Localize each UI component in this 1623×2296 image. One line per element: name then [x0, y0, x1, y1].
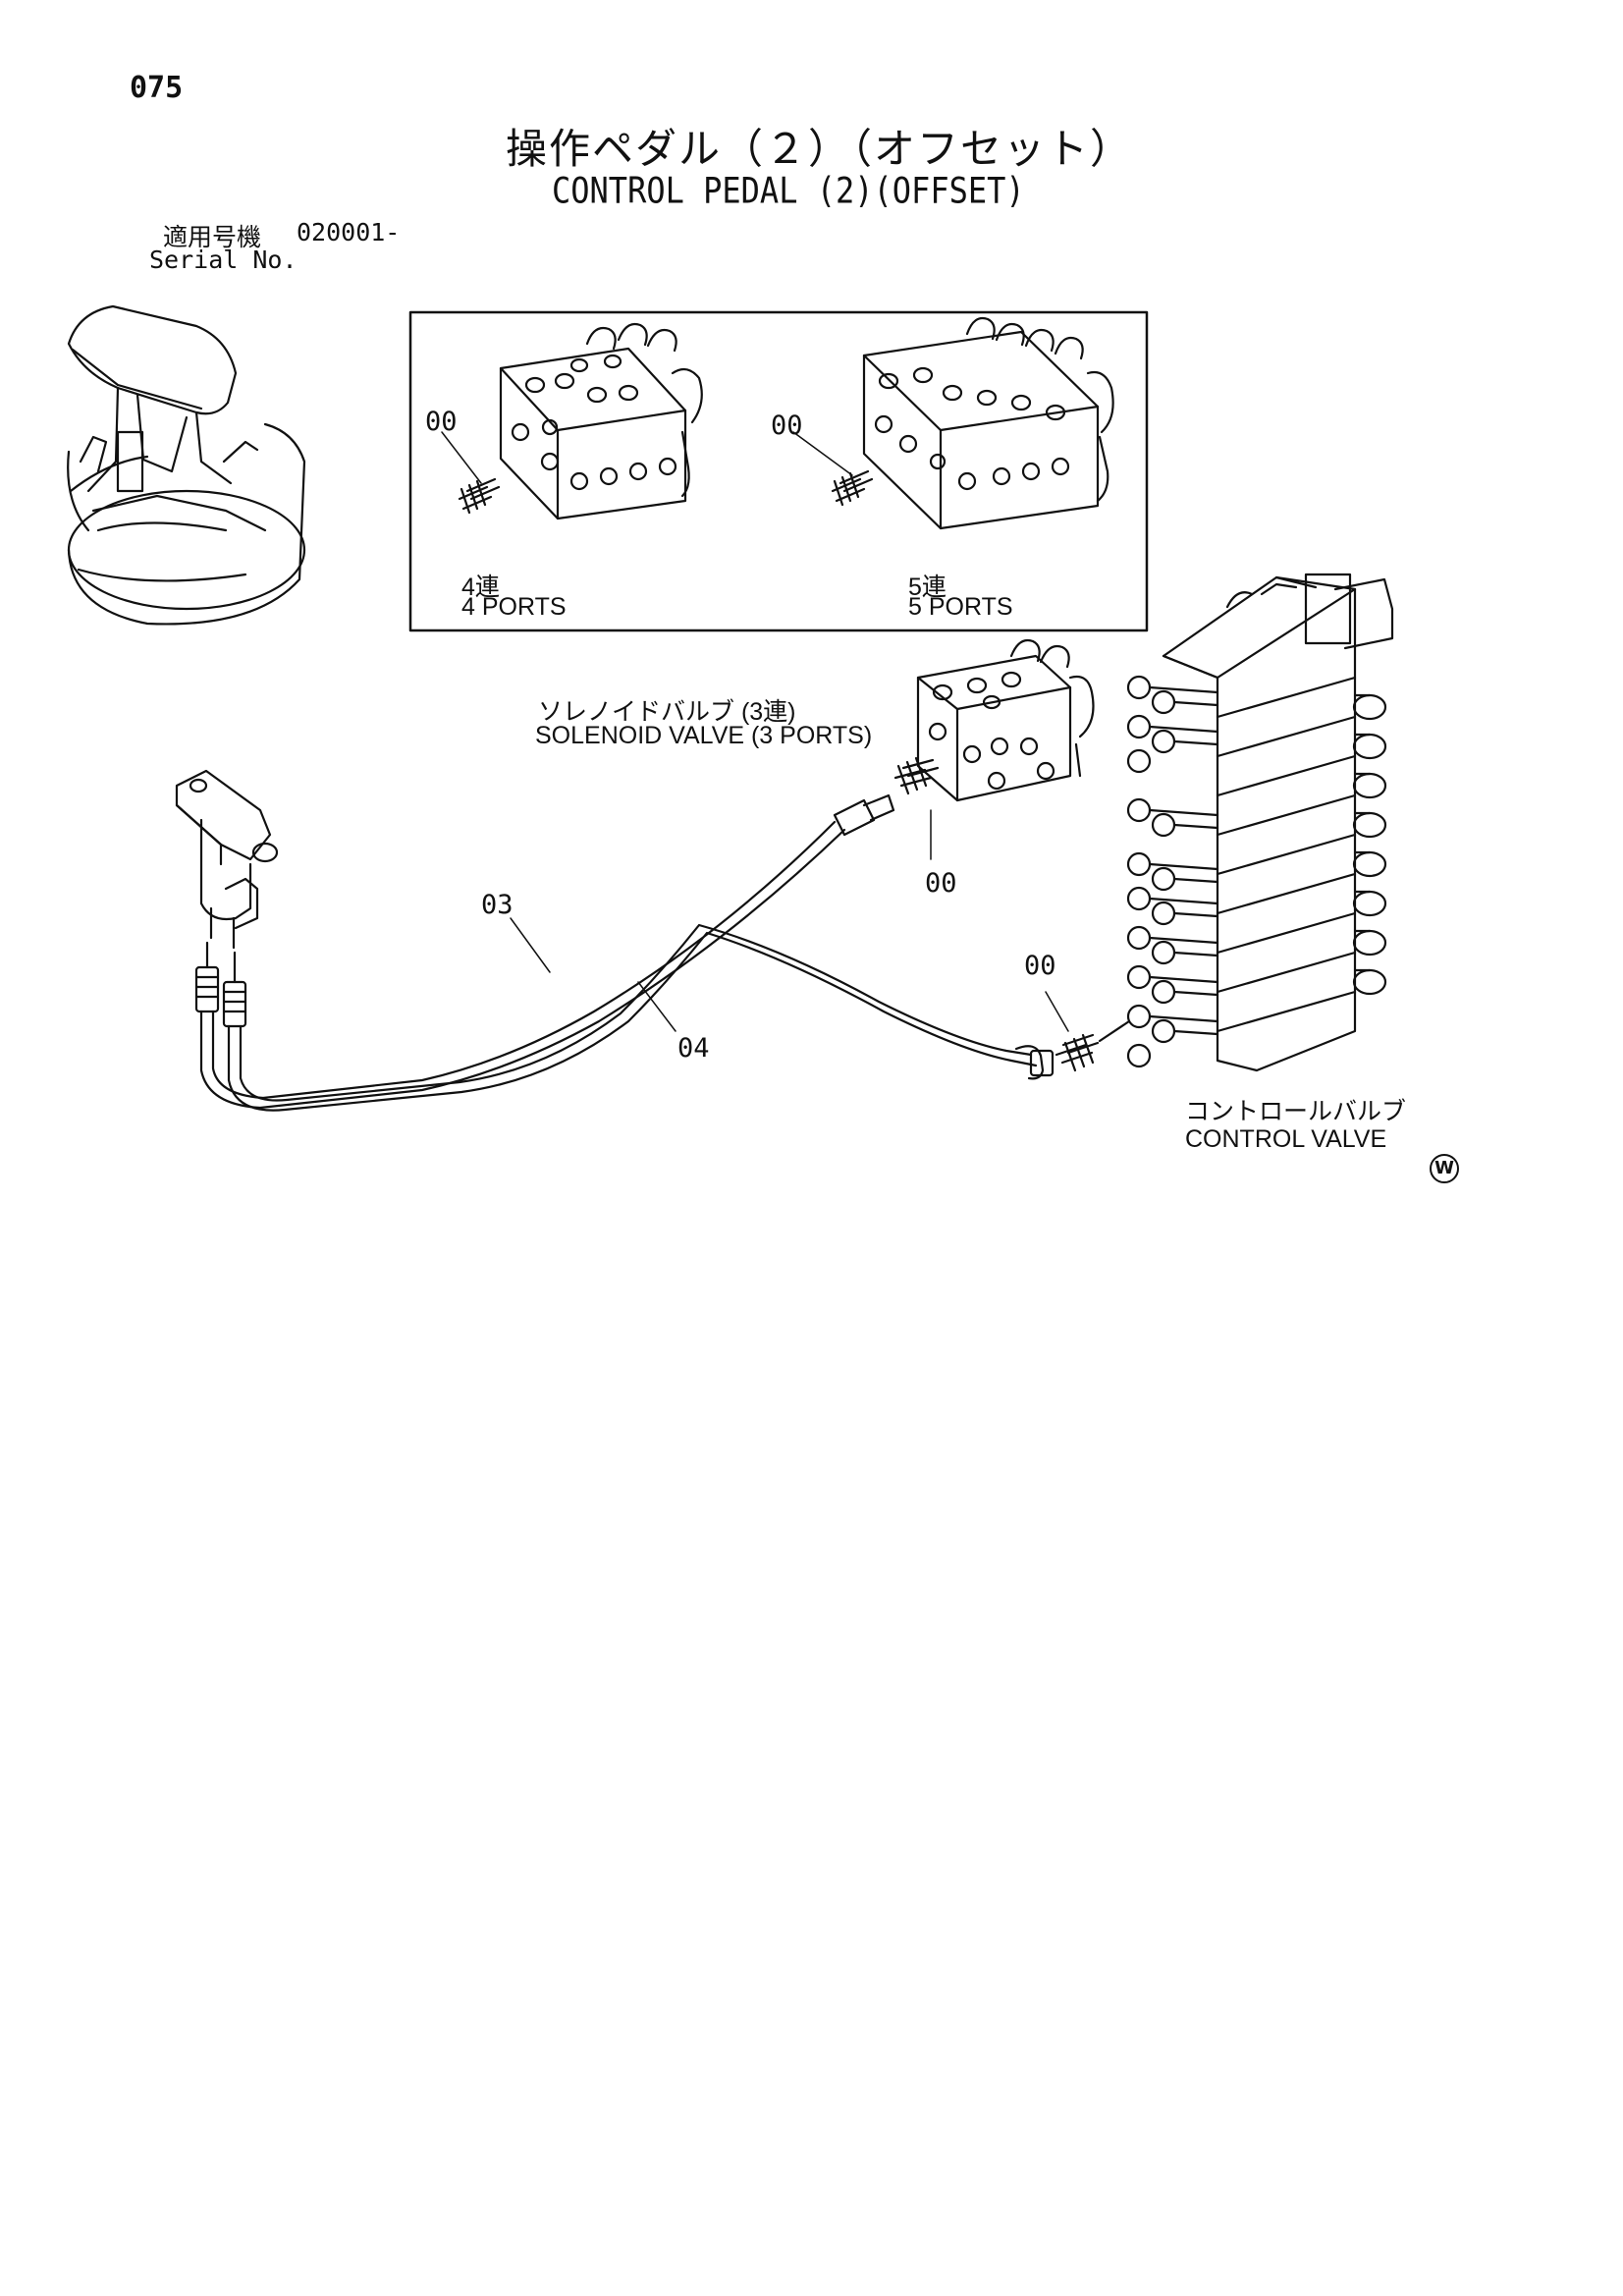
five-port-block: [862, 316, 1114, 530]
hose-04: [227, 923, 1038, 1112]
control-valve-label-jp: コントロールバルブ: [1185, 1098, 1407, 1125]
serial-code: 020001-: [297, 218, 401, 246]
page-title-en: CONTROL PEDAL (2)(OFFSET): [552, 169, 1025, 212]
callout-hose-03: 03: [481, 890, 514, 920]
inset-four-callout: 00: [425, 407, 458, 437]
hose-03: [199, 820, 846, 1110]
pedal-valve: [175, 769, 279, 1028]
valve-spools: [1352, 693, 1387, 996]
valve-ports: [1126, 675, 1219, 1068]
callout-fitting-control: 00: [1024, 951, 1056, 981]
control-valve-label-en: CONTROL VALVE: [1185, 1125, 1387, 1153]
four-port-block: [499, 322, 703, 520]
four-ports-label-en: 4 PORTS: [461, 593, 567, 621]
serial-label-en: Serial No.: [149, 246, 298, 274]
control-valve-fitting: [1045, 991, 1131, 1072]
inset-frame: [408, 310, 1149, 632]
page-number: 075: [130, 71, 184, 105]
valve-sections: [1216, 676, 1357, 1033]
five-port-fitting: [792, 431, 874, 507]
four-ports-label-jp: 4連: [461, 574, 500, 601]
four-port-fitting: [441, 431, 501, 515]
leader-03: [510, 917, 551, 973]
leader-04: [637, 981, 676, 1032]
five-ports-label-en: 5 PORTS: [908, 593, 1013, 621]
solenoid-valve-label-jp: ソレノイドバルブ (3連): [538, 698, 796, 726]
callout-hose-04: 04: [677, 1033, 710, 1064]
watermark-mark: W: [1430, 1154, 1459, 1183]
page-title-jp: 操作ペダル（２）（オフセット）: [506, 125, 1134, 173]
control-valve: [1126, 573, 1394, 1072]
hose-end-fittings: [833, 793, 1055, 1080]
solenoid-valve-label-en: SOLENOID VALVE (3 PORTS): [535, 722, 873, 749]
pedal-illustration: [67, 304, 306, 626]
callout-fitting-solenoid: 00: [925, 868, 957, 899]
solenoid-fitting: [893, 756, 940, 860]
serial-label-jp: 適用号機: [163, 223, 262, 251]
five-ports-label-jp: 5連: [908, 574, 947, 601]
solenoid-valve: [916, 638, 1095, 802]
